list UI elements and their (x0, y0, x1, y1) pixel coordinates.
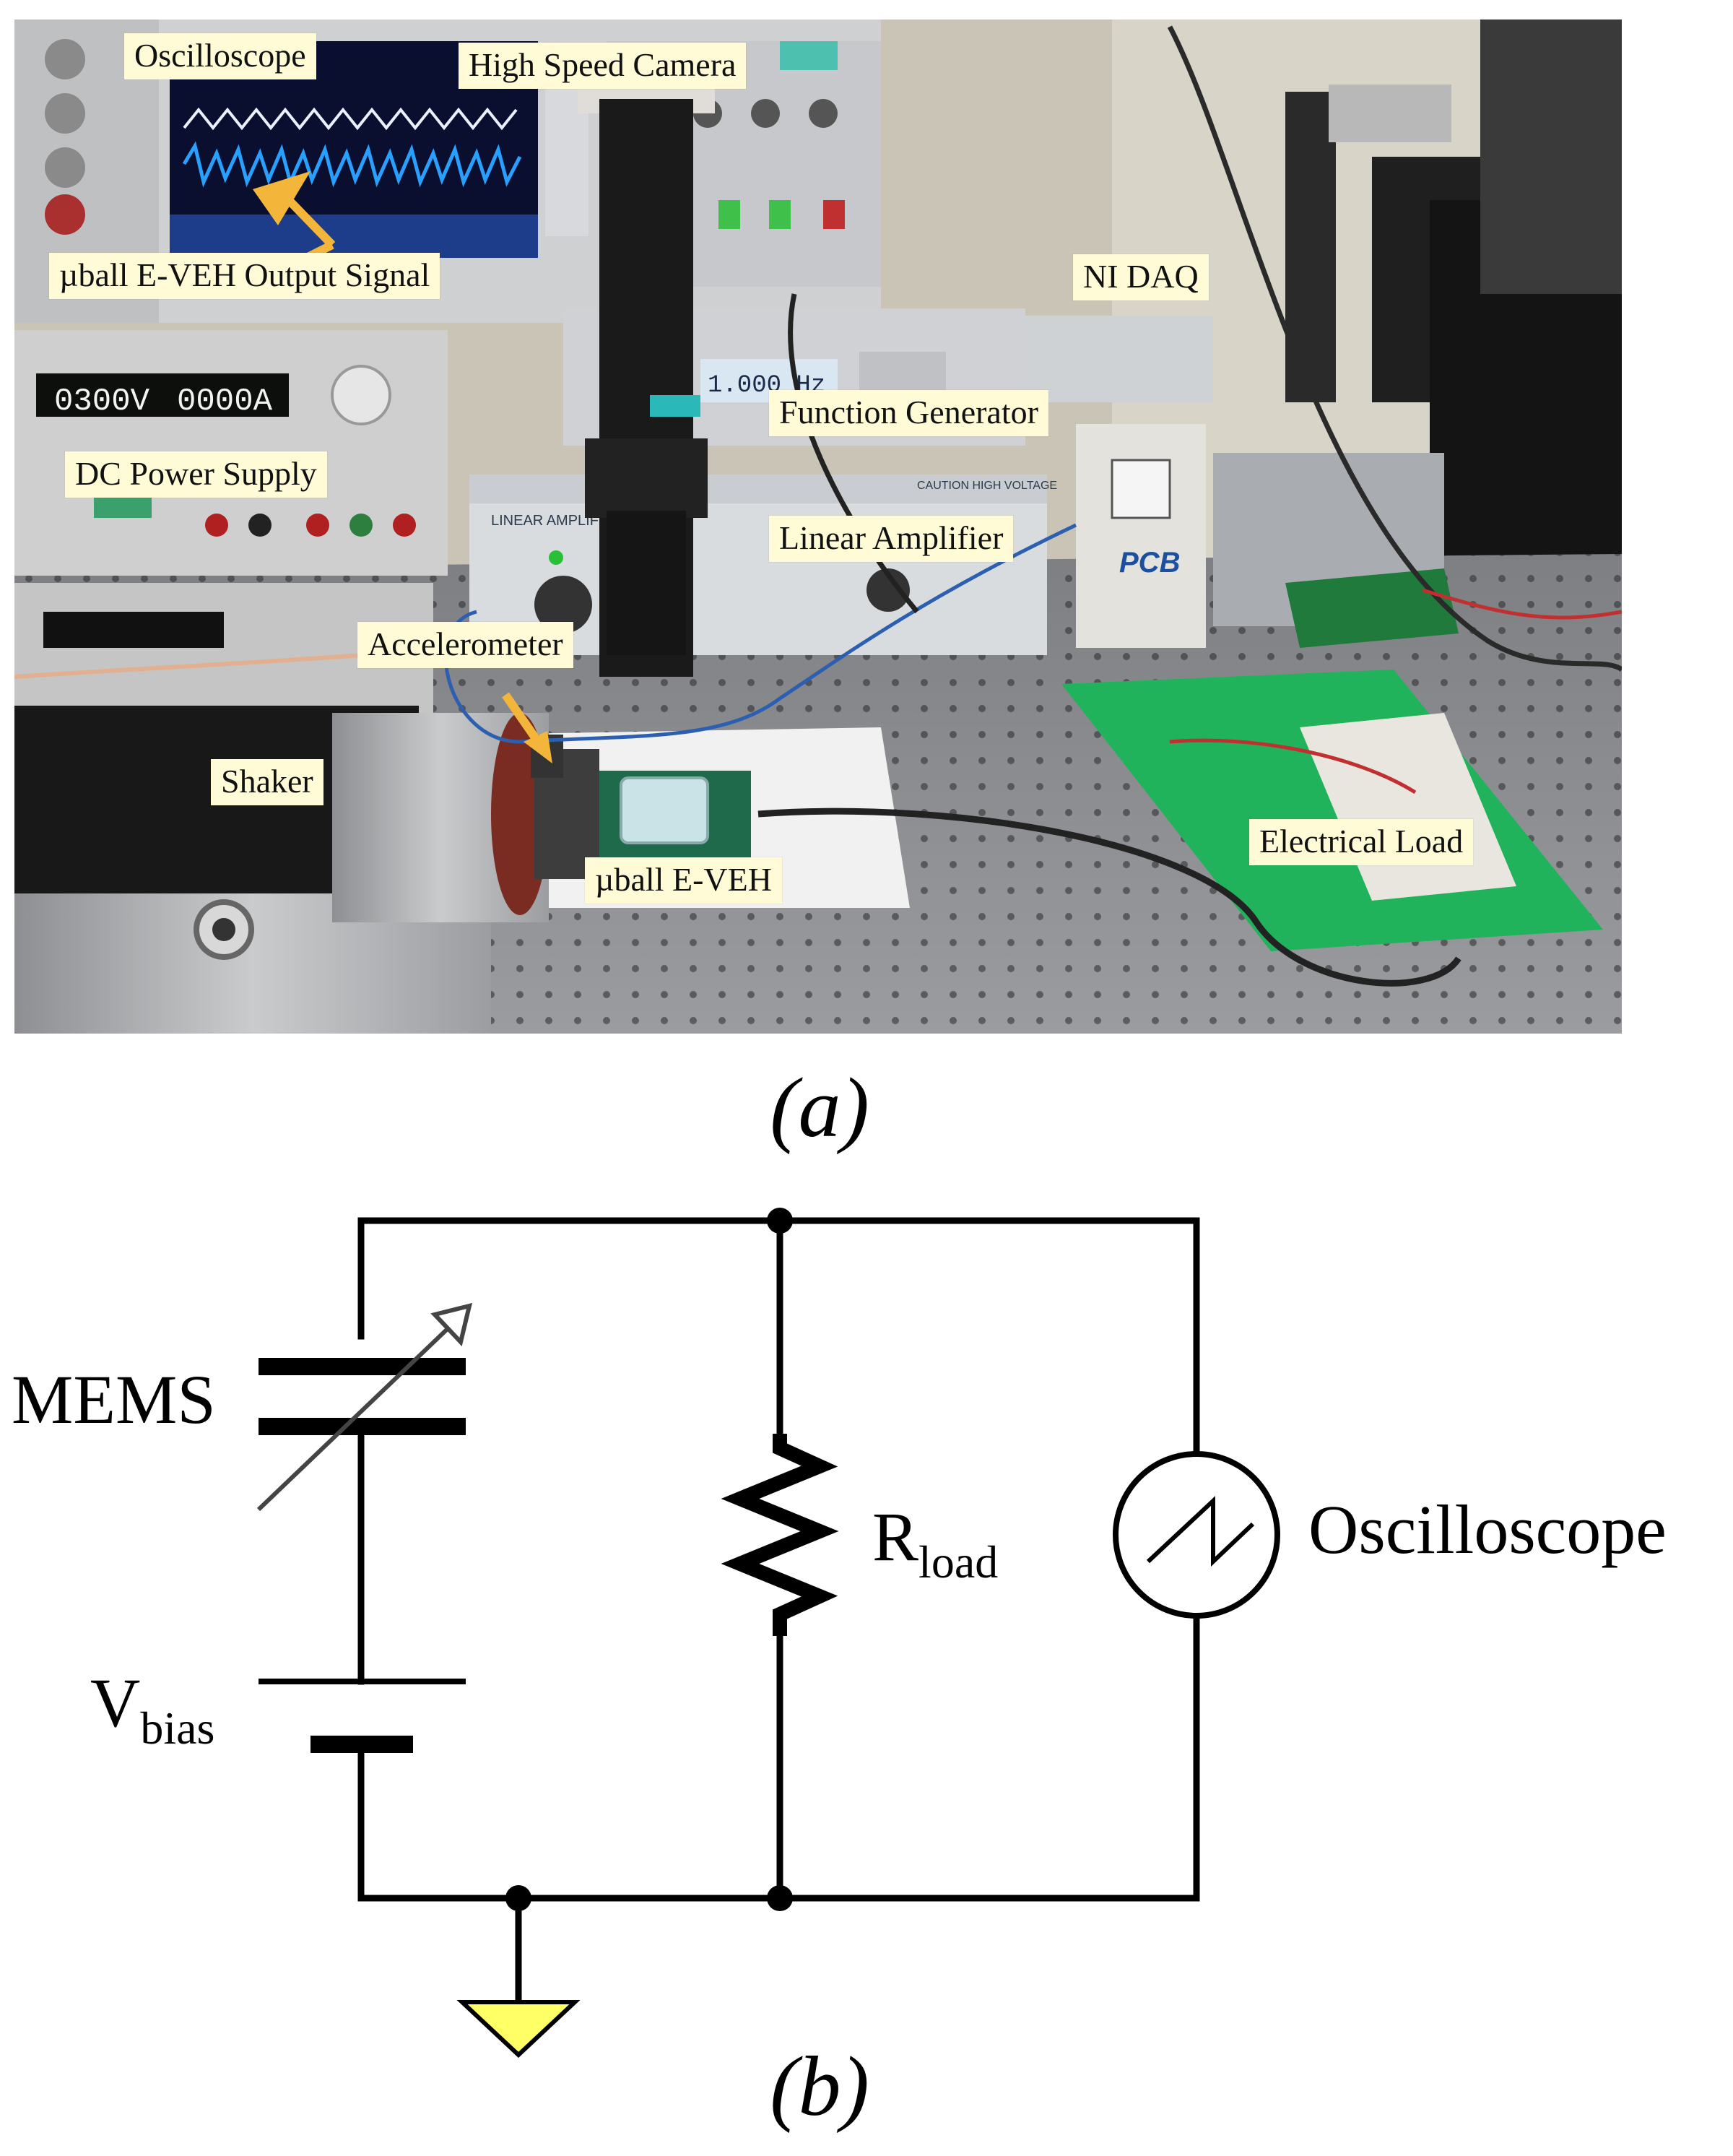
callout-ni-daq: NI DAQ (1073, 254, 1209, 300)
ps-display-current: 0000A (177, 384, 273, 420)
panel-label-b: (b) (770, 2039, 869, 2134)
label-v-sub: bias (140, 1702, 215, 1754)
junction-ground (505, 1885, 531, 1911)
load-resistor (721, 1434, 839, 1636)
callout-dc-power-supply: DC Power Supply (65, 451, 327, 498)
pcb-logo: PCB (1119, 547, 1180, 579)
printer (1329, 85, 1451, 142)
scope-trace-white (183, 107, 518, 131)
panel-label-a: (a) (770, 1060, 869, 1155)
ground-symbol (456, 2000, 581, 2058)
callout-oscilloscope: Oscilloscope (124, 33, 316, 79)
label-oscilloscope: Oscilloscope (1308, 1491, 1667, 1568)
callout-electrical-load: Electrical Load (1249, 819, 1474, 865)
callout-linear-amplifier: Linear Amplifier (769, 516, 1014, 562)
junction-bottom-mid (767, 1885, 793, 1911)
arrow-accelerometer (502, 692, 542, 745)
bias-battery (259, 1679, 466, 1753)
callout-accelerometer: Accelerometer (357, 622, 573, 668)
cable-black (757, 808, 1461, 987)
callout-function-generator: Function Generator (769, 390, 1048, 436)
callout-shaker: Shaker (211, 759, 323, 805)
oscilloscope-symbol (1113, 1451, 1280, 1619)
mems-capacitor (256, 1302, 473, 1512)
power-supply-display (36, 373, 289, 417)
label-r-load: Rload (872, 1502, 998, 1585)
cable-blue (443, 523, 1077, 744)
variable-arrowhead (430, 1302, 473, 1347)
label-r-sub: load (918, 1536, 999, 1588)
callout-high-speed-camera: High Speed Camera (459, 43, 747, 89)
scope-trace-blue (182, 141, 522, 188)
ni-daq (1025, 316, 1213, 402)
label-v-bias: Vbias (90, 1668, 214, 1752)
junction-top (767, 1208, 793, 1234)
amp-warning-plate: CAUTION HIGH VOLTAGE (917, 480, 1057, 492)
callout-device: µball E-VEH (585, 857, 782, 904)
label-v: V (90, 1664, 141, 1741)
ps-display-voltage: 0300V (54, 384, 150, 420)
setup-photo: 0300V 0000A 1.000 Hz LINEAR AMPLIFIER CA… (14, 20, 1622, 1034)
callout-output-signal: µball E-VEH Output Signal (49, 253, 440, 299)
label-r: R (872, 1498, 919, 1575)
label-mems: MEMS (12, 1361, 216, 1438)
